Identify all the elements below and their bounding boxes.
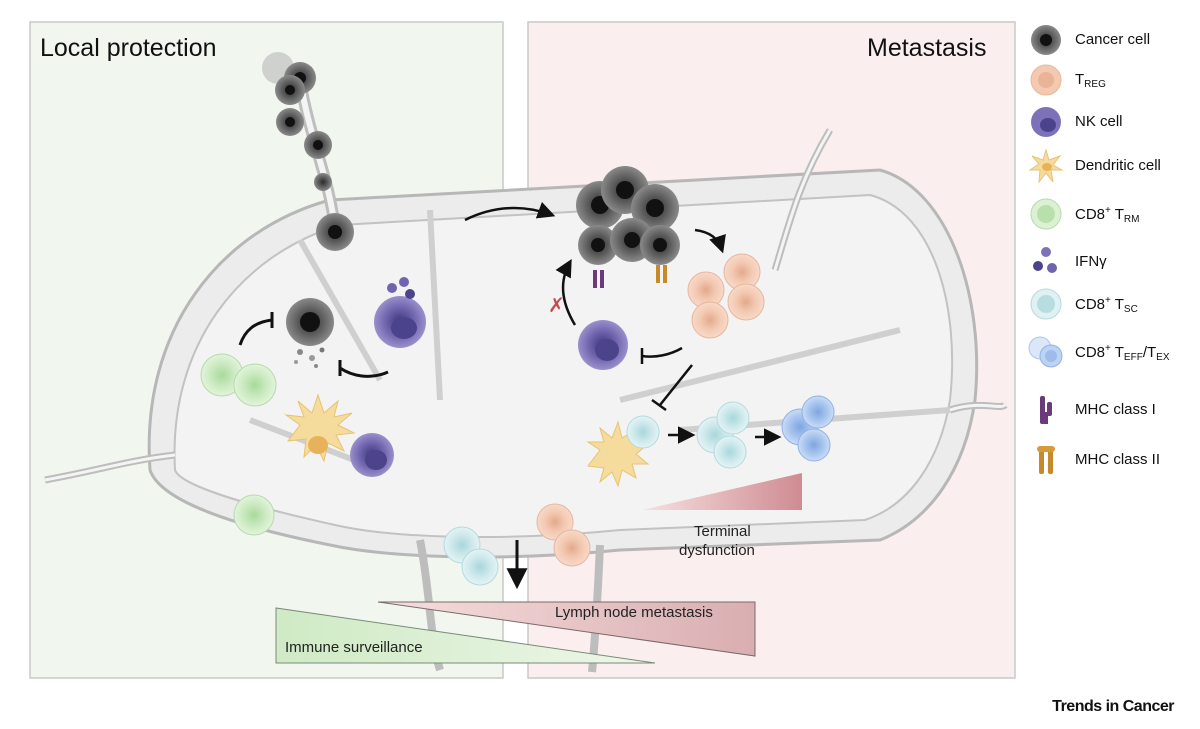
legend-item-ifng: IFNγ [1028,244,1198,284]
lymph-node-metastasis-wedge [377,601,756,657]
metastasis-arrow [464,201,556,222]
right-immune-cells: ✗ [536,166,835,567]
legend-label-sup: + [1105,205,1111,216]
legend-item-cd8-teff-tex: CD8+ TEFF/TEX [1028,334,1198,374]
immune-surveillance-wedge [275,607,656,664]
legend-label-main: CD8 [1075,206,1106,223]
legend-label: Dendritic cell [1075,157,1161,174]
legend-label-main: T [1075,71,1085,88]
mhc-class-2-icon [1037,446,1055,474]
legend-label: MHC class II [1075,451,1161,468]
terminal-label-line2: dysfunction [679,542,755,559]
cd8-trm-cell-icon [1030,198,1062,230]
legend-label-sub: REG [1084,79,1106,90]
legend-item-cancer-cell: Cancer cell [1028,22,1198,62]
legend-item-mhc-class-2: MHC class II [1028,442,1198,482]
treg-cell-icon [1030,64,1062,96]
legend-item-mhc-class-1: MHC class I [1028,392,1198,432]
legend-label: TREG [1075,71,1106,90]
legend-item-cd8-tsc: CD8+ TSC [1028,286,1198,326]
legend-label: CD8+ TRM [1075,205,1139,225]
legend-label-main: CD8 [1075,344,1106,361]
legend-label: Cancer cell [1075,31,1151,48]
legend-label: CD8+ TSC [1075,295,1138,315]
cd8-tsc-cell-icon [1030,288,1062,320]
cancer-cell-icon [1031,25,1061,55]
ifn-gamma-icon [1033,247,1057,273]
legend-label: IFNγ [1075,253,1107,270]
legend-item-nk-cell: NK cell [1028,104,1198,144]
nk-cell-icon [1031,107,1061,137]
local-protection-title: Local protection [40,34,217,62]
legend-label: NK cell [1075,113,1123,130]
terminal-dysfunction-wedge [642,473,802,510]
legend-label-main2: T [1110,206,1124,223]
legend-label-sup: + [1105,343,1111,354]
mhc-class-1-icon [1040,396,1052,424]
legend-item-cd8-trm: CD8+ TRM [1028,196,1198,236]
legend-label-sup: + [1105,295,1111,306]
trends-in-cancer-logo: Trends in Cancer [1052,698,1174,715]
legend-item-dendritic-cell: Dendritic cell [1028,148,1198,188]
legend-item-treg: TREG [1028,62,1198,102]
legend-label-sub: RM [1123,214,1140,225]
legend-label: MHC class I [1075,401,1156,418]
legend-label-sub2: EX [1156,352,1170,363]
migrating-cancer-cells [262,52,354,251]
legend-label-main3: /T [1142,344,1157,361]
legend-label-main2: T [1110,296,1124,313]
legend-label-sub: SC [1123,304,1138,315]
lymph-node-metastasis-label: Lymph node metastasis [555,604,713,621]
left-immune-cells [200,277,499,586]
metastasis-title: Metastasis [867,34,987,62]
terminal-label-line1: Terminal [694,523,751,540]
legend-label: CD8+ TEFF/TEX [1075,343,1170,363]
blocked-x-icon: ✗ [548,295,565,317]
immune-surveillance-label: Immune surveillance [285,639,423,656]
legend-label-main: CD8 [1075,296,1106,313]
legend-label-main2: T [1110,344,1124,361]
legend-label-sub: EFF [1123,352,1143,363]
cd8-teff-tex-cell-icon [1028,336,1063,368]
dendritic-cell-icon [1028,148,1064,184]
